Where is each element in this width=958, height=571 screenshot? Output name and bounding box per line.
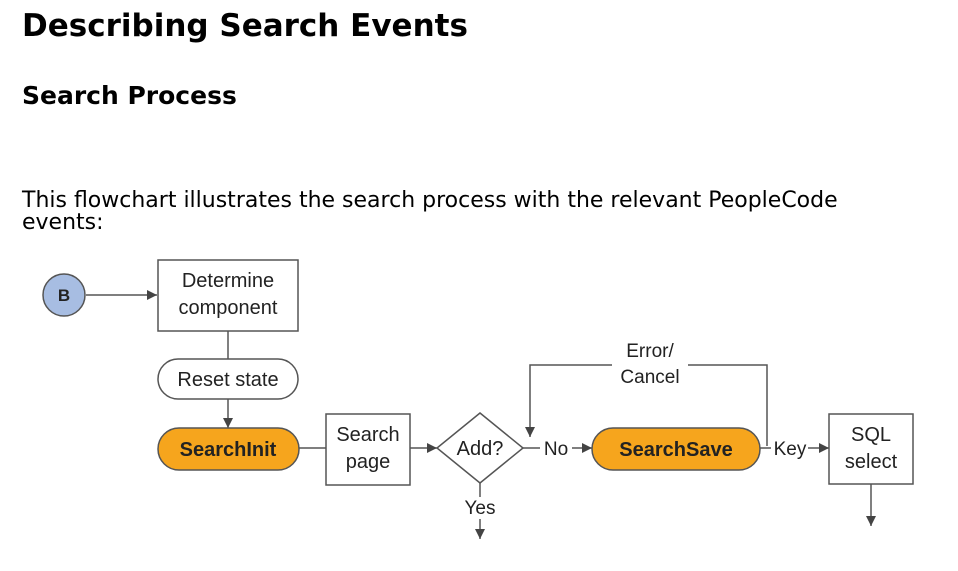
add-decision-label: Add? xyxy=(457,438,504,460)
start-connector-b xyxy=(42,273,86,317)
search-page-box xyxy=(325,413,411,486)
key-label: Key xyxy=(774,439,807,460)
error-cancel-line1: Error/ xyxy=(626,341,674,362)
yes-label: Yes xyxy=(465,498,496,519)
section-heading: Search Process xyxy=(22,81,237,110)
intro-text: This flowchart illustrates the search pr… xyxy=(22,188,838,235)
no-label: No xyxy=(544,439,568,460)
start-connector-label: B xyxy=(58,286,70,305)
searchinit-label: SearchInit xyxy=(180,439,277,461)
page-title: Describing Search Events xyxy=(22,8,468,44)
searchsave-event xyxy=(591,427,761,471)
add-decision-diamond xyxy=(435,412,525,484)
searchsave-label: SearchSave xyxy=(619,439,732,461)
search-page-line2: page xyxy=(346,451,391,473)
determine-component-box xyxy=(157,259,299,332)
error-cancel-line2: Cancel xyxy=(620,367,679,388)
determine-component-line2: component xyxy=(179,297,278,319)
search-page-line1: Search xyxy=(336,424,399,446)
reset-state-terminal xyxy=(157,358,299,400)
sql-select-line2: select xyxy=(845,451,898,473)
sql-select-box xyxy=(828,413,914,485)
error-cancel-loop xyxy=(530,364,768,446)
sql-select-line1: SQL xyxy=(851,424,891,446)
reset-state-label: Reset state xyxy=(177,369,278,391)
determine-component-line1: Determine xyxy=(182,270,274,292)
searchinit-event xyxy=(157,427,300,471)
